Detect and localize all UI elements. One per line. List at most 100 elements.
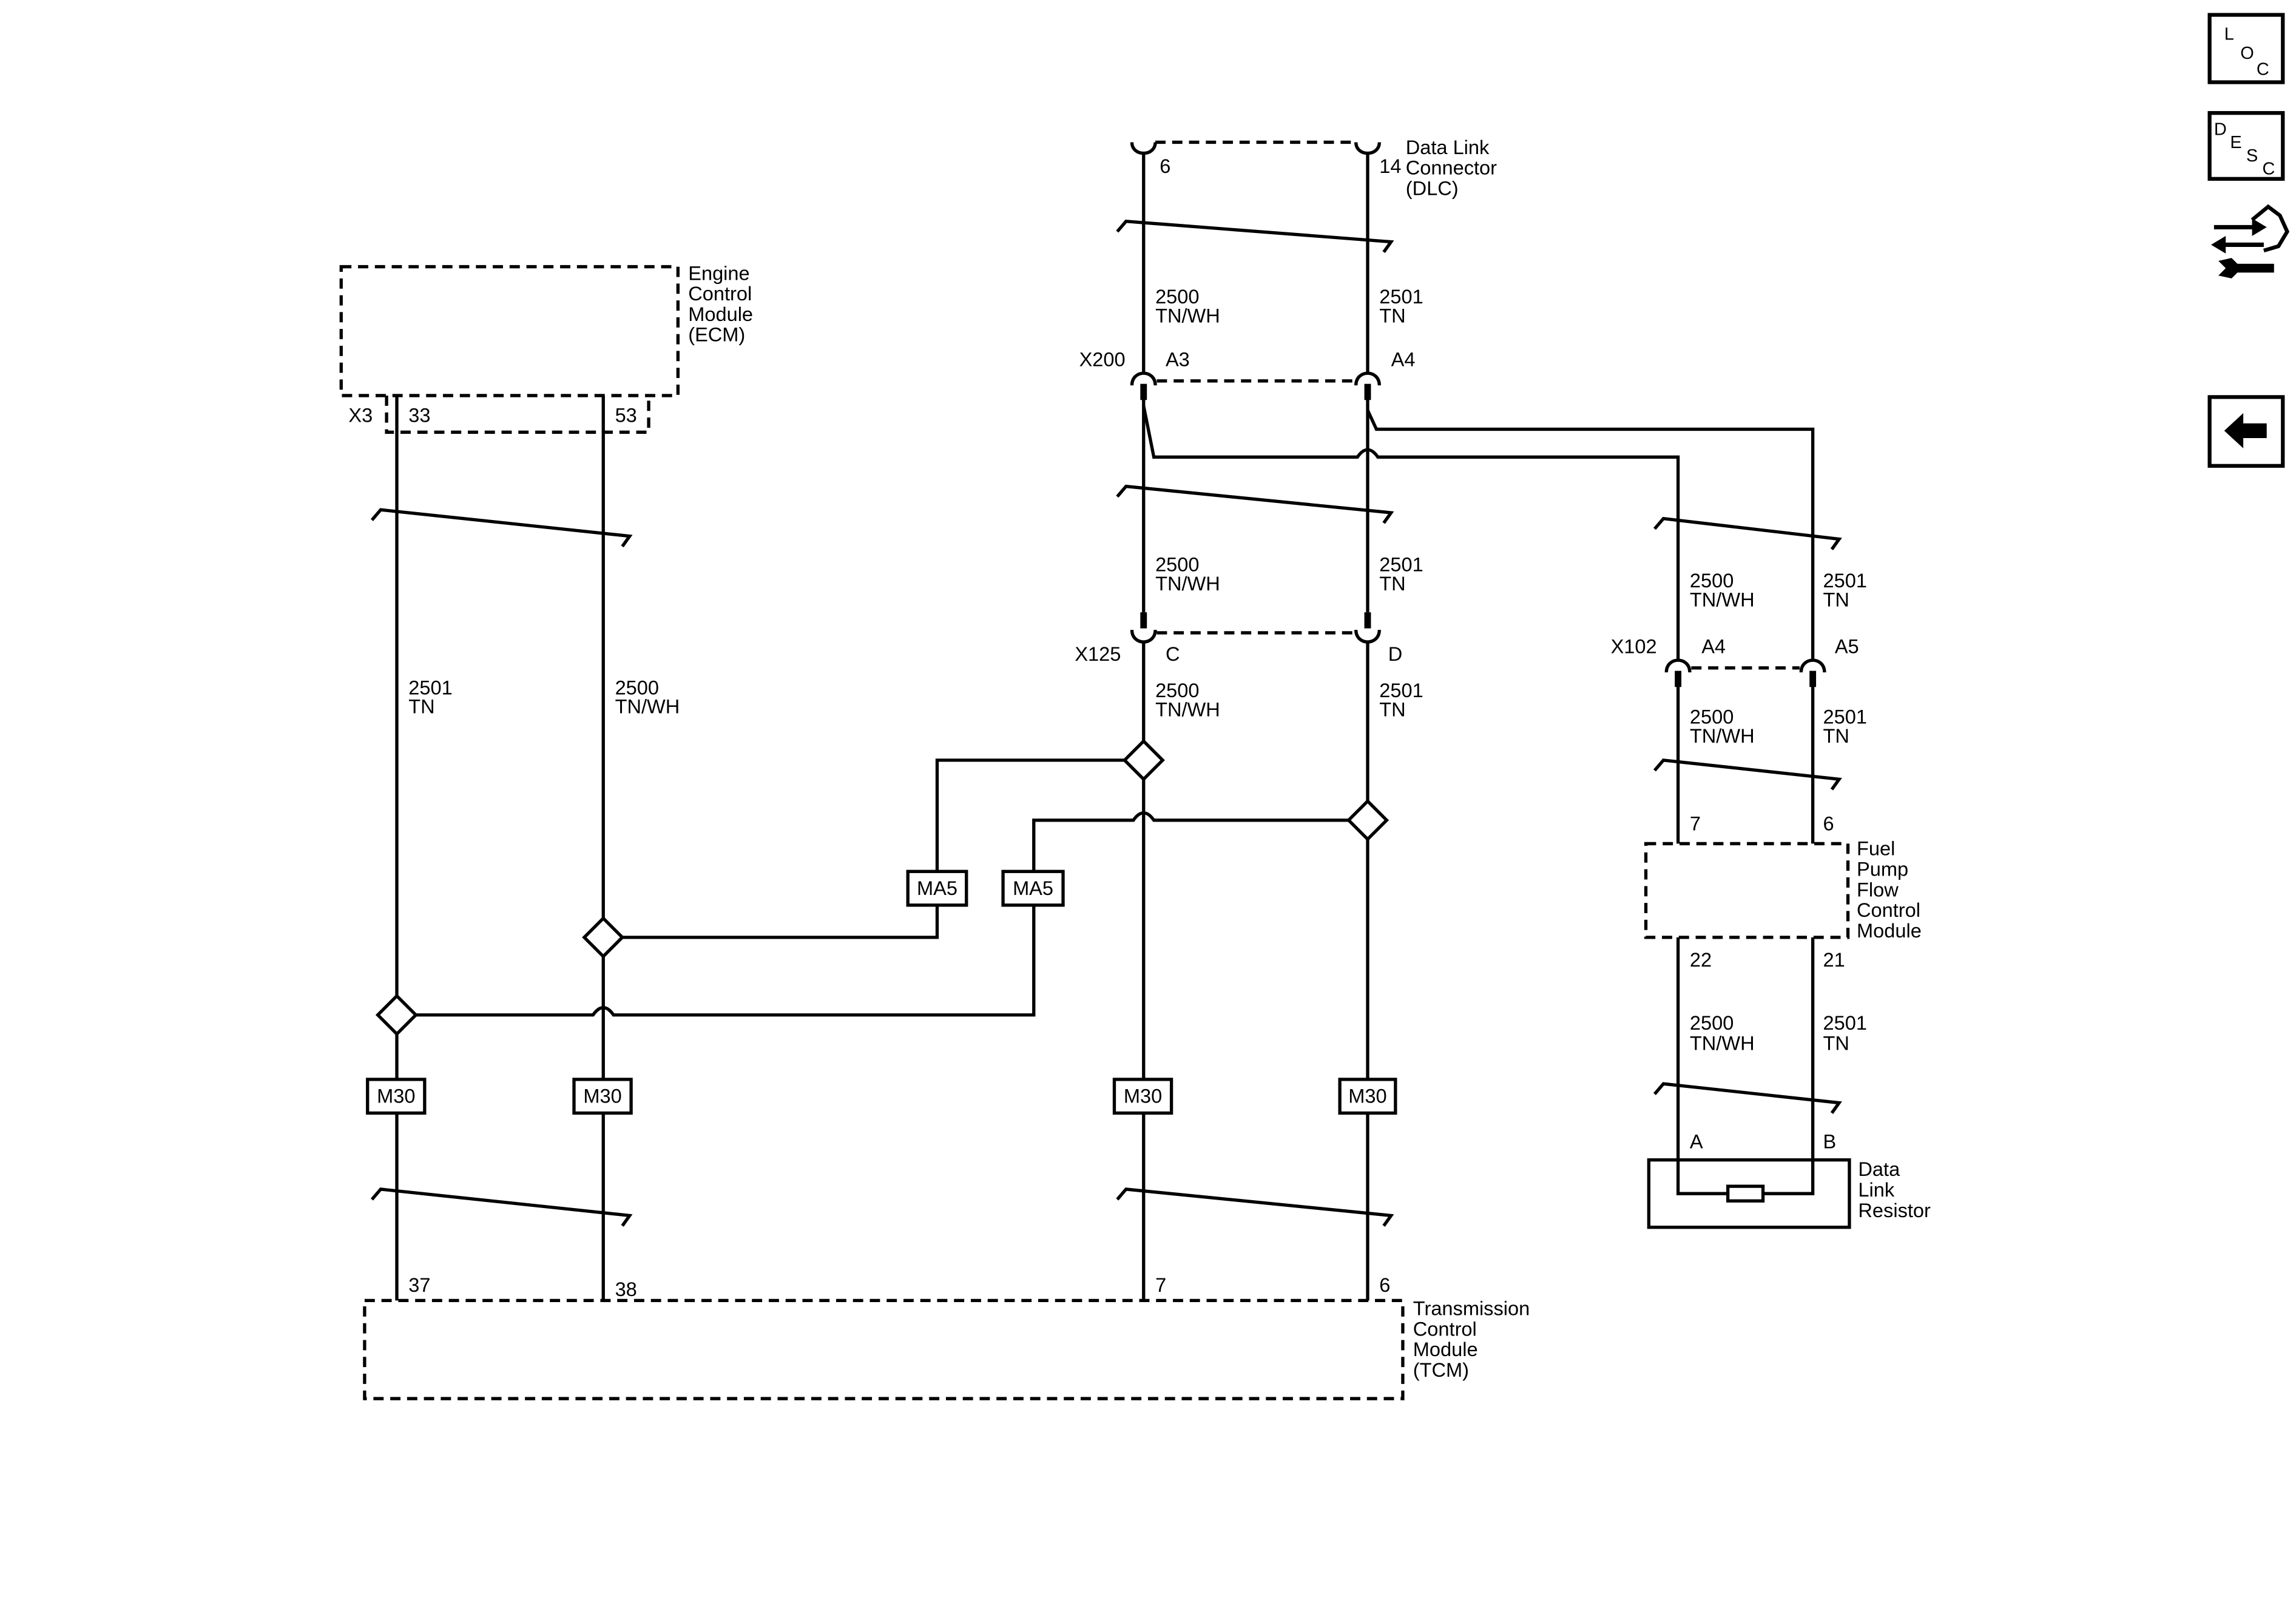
wire-color-label: TN: [1823, 1033, 1849, 1055]
wire-2501-x200-x102: [1366, 409, 1815, 661]
twisted-pair-mark: [1116, 1187, 1394, 1227]
ecm-label-line-1: Engine: [688, 262, 749, 284]
wire-circuit-label: 2501: [1823, 1012, 1867, 1034]
wire-circuit-label: 2501: [1379, 680, 1423, 701]
fpfcm-pin-7: 7: [1690, 813, 1701, 835]
twisted-pair-marks: [370, 220, 1842, 1227]
dlc-label-line-2: Connector: [1406, 157, 1497, 179]
wire-circuit-label: 2500: [1155, 286, 1199, 308]
x200-pin-a3-label: A3: [1166, 349, 1190, 371]
tcm-label-line-4: (TCM): [1413, 1359, 1469, 1381]
loc-letter: O: [2240, 44, 2254, 63]
dlc-label-line-3: (DLC): [1406, 177, 1459, 199]
dlc-label-line-1: Data Link: [1406, 137, 1490, 158]
ecm-pin-53: 53: [615, 404, 637, 426]
wire-color-label: TN/WH: [1155, 573, 1220, 595]
fpfcm-label-line-2: Pump: [1857, 859, 1908, 880]
tool-hand-outline: [2250, 204, 2290, 253]
m30-label: M30: [1124, 1085, 1162, 1107]
x102-pin-a5-label: A5: [1835, 636, 1859, 658]
tcm-label-line-3: Module: [1413, 1338, 1478, 1360]
resistor-label-line-3: Resistor: [1858, 1200, 1931, 1221]
data-link-connector: 6 14 Data Link Connector (DLC): [1130, 137, 1497, 199]
tcm-outline: [363, 1298, 1405, 1400]
wire-circuit-label: 2501: [1379, 554, 1423, 576]
x200-terminal-a4: [1354, 371, 1381, 386]
dlc-terminal-6: [1130, 142, 1157, 155]
wire-color-label: TN/WH: [1690, 725, 1755, 747]
dlc-terminal-14: [1354, 142, 1381, 155]
wire-circuit-label: 2500: [1690, 706, 1734, 728]
resistor-pin-a: A: [1690, 1130, 1703, 1152]
desc-button[interactable]: D E S C: [2207, 111, 2285, 181]
dlc-pin-6: 6: [1160, 155, 1170, 177]
splice-diamond: [1122, 738, 1165, 781]
wire-color-label: TN/WH: [1690, 1033, 1755, 1055]
transmission-control-module: 37 38 7 6 Transmission Control Module (T…: [363, 1274, 1530, 1400]
x125-label: X125: [1075, 643, 1121, 665]
wire-color-label: TN/WH: [1155, 698, 1220, 720]
fpfcm-label-line-1: Fuel: [1857, 838, 1895, 860]
wire-2500-x200-x102: [1142, 405, 1680, 661]
wire-color-label: TN: [1379, 573, 1405, 595]
fpfcm-pin-22: 22: [1690, 949, 1712, 971]
ecm-connector-label: X3: [348, 404, 373, 426]
loc-letter: L: [2224, 25, 2234, 44]
resistor-label-line-2: Link: [1858, 1179, 1894, 1201]
wire-circuit-label: 2500: [1155, 554, 1199, 576]
m30-box: [1112, 1078, 1173, 1115]
twisted-pair-mark: [1653, 758, 1842, 791]
x102-terminal-a5: [1799, 658, 1826, 673]
back-button[interactable]: [2207, 395, 2285, 468]
wire-circuit-label: 2501: [408, 677, 452, 698]
tcm-label-line-1: Transmission: [1413, 1297, 1530, 1319]
desc-letter: C: [2262, 160, 2275, 179]
m30-label: M30: [583, 1085, 621, 1107]
resistor-pin-b: B: [1823, 1130, 1837, 1152]
dlc-pin-14: 14: [1379, 155, 1401, 177]
wire-circuit-label: 2501: [1823, 570, 1867, 592]
wire-color-label: TN/WH: [1155, 305, 1220, 326]
ecm-pin-33: 33: [408, 404, 430, 426]
x200-terminal-a3: [1130, 371, 1157, 386]
fpfcm-pin-21: 21: [1823, 949, 1845, 971]
wire-2500-fpfcm-resistor: [1676, 937, 1728, 1195]
ecm-label-line-2: Control: [688, 283, 752, 305]
wire-color-label: TN: [1379, 698, 1405, 720]
x125-terminal-c: [1130, 629, 1157, 644]
wire-circuit-label: 2500: [1690, 570, 1734, 592]
splice-diamond: [582, 916, 625, 959]
splice-diamond: [375, 993, 419, 1036]
connector-repair-tool-icon[interactable]: [2211, 204, 2290, 279]
wire-color-label: TN: [1379, 305, 1405, 326]
x102-terminal-a4: [1664, 658, 1692, 673]
ma5-label: MA5: [1013, 877, 1053, 899]
m30-box: [366, 1078, 427, 1115]
wire-color-label: TN: [408, 696, 434, 718]
ecm-connector-x3-outline: [385, 395, 650, 434]
ecm-label-line-4: (ECM): [688, 324, 745, 346]
circuit-description-icon[interactable]: [2207, 111, 2285, 181]
x102-label: X102: [1611, 636, 1657, 658]
twisted-pair-mark: [370, 1187, 633, 1227]
loc-button[interactable]: L O C: [2207, 13, 2285, 84]
twisted-pair-mark: [1653, 516, 1842, 550]
desc-letter: D: [2214, 120, 2227, 139]
tcm-pin-7: 7: [1155, 1274, 1166, 1296]
loc-letter: C: [2257, 59, 2269, 79]
tcm-pin-38: 38: [615, 1278, 637, 1300]
m30-box: [1338, 1078, 1397, 1115]
wire-color-label: TN: [1823, 725, 1849, 747]
fpfcm-outline: [1644, 842, 1850, 939]
fpfcm-label-line-5: Module: [1857, 920, 1922, 942]
x200-label: X200: [1079, 349, 1126, 371]
x200-pin-a4-label: A4: [1391, 349, 1416, 371]
desc-letter: S: [2246, 146, 2258, 166]
component-location-icon[interactable]: [2207, 13, 2285, 84]
back-arrow-shape: [2224, 413, 2267, 448]
x125-pin-d-label: D: [1388, 643, 1403, 665]
x102-pin-a4-label: A4: [1701, 636, 1726, 658]
twisted-pair-mark: [1653, 1082, 1842, 1115]
